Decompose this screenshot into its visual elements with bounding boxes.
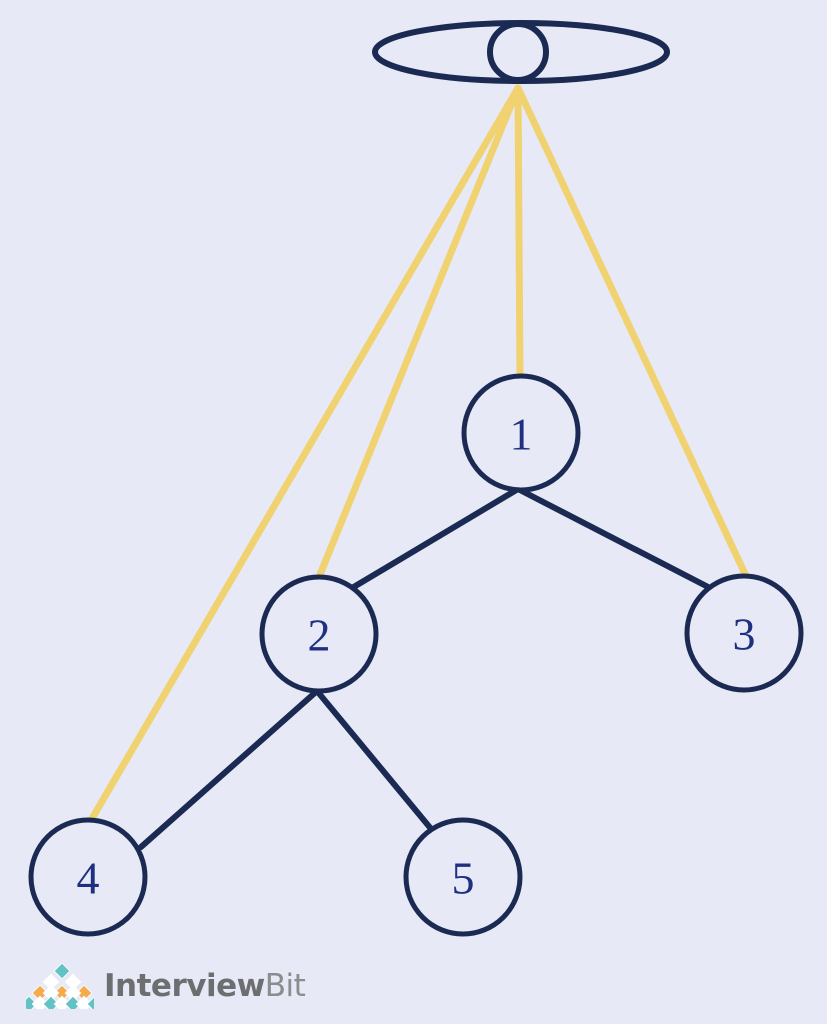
tree-edge-2-to-5 <box>314 688 435 833</box>
logo-diamond <box>31 984 49 1002</box>
tree-edge-2-to-4 <box>138 688 320 850</box>
logo-diamond <box>31 995 49 1009</box>
node-3[interactable]: 3 <box>684 573 804 693</box>
logo-diamond <box>86 995 94 1009</box>
logo-diamond <box>42 995 60 1009</box>
root-pointer-ellipse <box>372 20 670 84</box>
node-5-circle <box>403 817 523 937</box>
logo-diamond <box>26 995 38 1009</box>
interviewbit-logo-mark <box>26 963 94 1009</box>
logo-text-bit: Bit <box>264 967 306 1004</box>
highlight-edge-root-to-4 <box>86 84 522 826</box>
logo-diamond <box>42 973 60 991</box>
node-5[interactable]: 5 <box>403 817 523 937</box>
node-2[interactable]: 2 <box>259 574 379 694</box>
logo-diamond <box>53 984 71 1002</box>
node-4[interactable]: 4 <box>28 817 148 937</box>
interviewbit-logo: InterviewBit <box>26 958 306 1014</box>
logo-diamond <box>64 973 82 991</box>
logo-diamond <box>64 984 82 1002</box>
node-1-circle <box>461 373 581 493</box>
node-1[interactable]: 1 <box>461 373 581 493</box>
logo-diamond <box>53 963 71 980</box>
root-pointer[interactable] <box>372 20 670 84</box>
logo-diamond <box>42 984 60 1002</box>
node-2-circle <box>259 574 379 694</box>
node-3-circle <box>684 573 804 693</box>
root-pointer-circle <box>487 21 549 83</box>
highlight-edge-group <box>86 84 750 826</box>
logo-diamond <box>53 995 71 1009</box>
highlight-edge-root-to-1 <box>514 84 524 380</box>
logo-text-interview: Interview <box>104 967 265 1004</box>
logo-diamond <box>64 995 82 1009</box>
node-4-circle <box>28 817 148 937</box>
highlight-edge-root-to-2 <box>315 84 522 581</box>
logo-diamond <box>75 995 93 1009</box>
highlight-edge-root-to-3 <box>514 84 750 580</box>
interviewbit-wordmark: InterviewBit <box>104 967 306 1004</box>
tree-edge-group <box>138 486 715 850</box>
tree-edge-1-to-3 <box>515 486 715 592</box>
logo-diamond <box>75 984 93 1002</box>
tree-edge-1-to-2 <box>349 486 521 591</box>
